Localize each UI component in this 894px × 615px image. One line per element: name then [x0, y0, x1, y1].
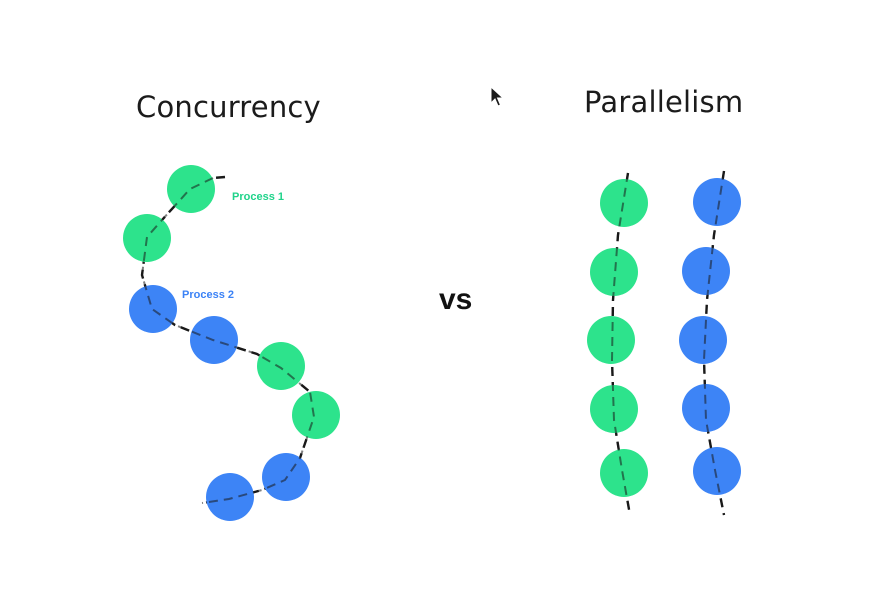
parallel-process1-task — [600, 449, 648, 497]
parallel-process1-task — [587, 316, 635, 364]
concurrency-thread-overlay — [140, 177, 316, 504]
parallel-thread-overlay-green — [610, 172, 631, 516]
parallel-process2-task — [679, 316, 727, 364]
parallelism-title: Parallelism — [584, 85, 744, 119]
parallel-process2-task — [682, 384, 730, 432]
process2-label: Process 2 — [182, 289, 234, 301]
parallel-process2-task — [682, 247, 730, 295]
parallel-process1-task — [590, 248, 638, 296]
concurrency-title: Concurrency — [136, 90, 321, 124]
parallel-thread-overlay-blue — [702, 170, 725, 516]
concurrency-process2-task — [129, 285, 177, 333]
concurrency-process1-task — [167, 165, 215, 213]
parallel-process2-task — [693, 178, 741, 226]
concurrency-process1-task — [257, 342, 305, 390]
parallel-process1-task — [590, 385, 638, 433]
concurrency-process1-task — [292, 391, 340, 439]
concurrency-process2-task — [206, 473, 254, 521]
vs-label: vs — [439, 283, 473, 316]
mouse-cursor-icon — [490, 86, 504, 107]
process1-label: Process 1 — [232, 191, 284, 203]
parallel-process2-task — [693, 447, 741, 495]
